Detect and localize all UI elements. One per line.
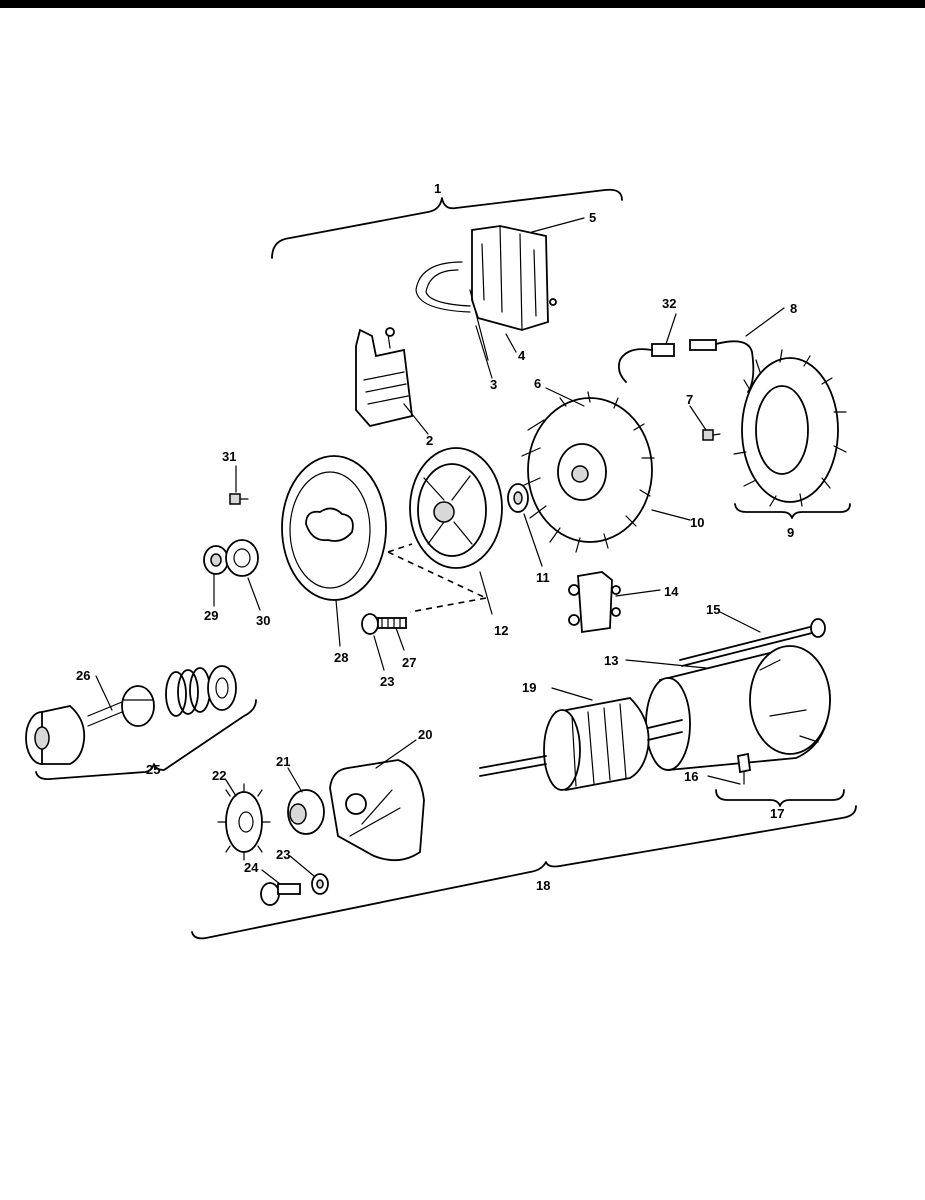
label-part-13: 13 bbox=[604, 653, 618, 668]
label-part-17: 17 bbox=[770, 806, 784, 821]
part-20-drive-housing bbox=[329, 759, 425, 862]
label-part-24: 24 bbox=[244, 860, 259, 875]
leader-lines bbox=[95, 217, 785, 885]
label-part-21: 21 bbox=[276, 754, 290, 769]
label-part-5: 5 bbox=[589, 210, 596, 225]
label-part-11: 11 bbox=[536, 570, 550, 585]
label-part-10: 10 bbox=[690, 515, 704, 530]
label-part-12: 12 bbox=[494, 623, 508, 638]
bracket-group-17 bbox=[715, 789, 845, 807]
part-19-armature bbox=[479, 697, 683, 792]
part-25-spring bbox=[165, 665, 237, 717]
part-29-bushing bbox=[203, 545, 229, 575]
part-9-stator bbox=[733, 349, 847, 507]
part-7-screw bbox=[702, 429, 721, 441]
part-8-lead-wire bbox=[689, 339, 755, 393]
label-part-2: 2 bbox=[426, 433, 433, 448]
label-part-20: 20 bbox=[418, 727, 432, 742]
part-14-terminal-block bbox=[568, 571, 621, 634]
label-part-14: 14 bbox=[664, 584, 679, 599]
label-part-9: 9 bbox=[787, 525, 794, 540]
label-part-23-upper: 23 bbox=[380, 674, 394, 689]
label-part-26: 26 bbox=[76, 668, 90, 683]
label-part-27: 27 bbox=[402, 655, 416, 670]
label-part-7: 7 bbox=[686, 392, 693, 407]
label-part-16: 16 bbox=[684, 769, 698, 784]
part-23-nut bbox=[311, 873, 329, 895]
label-part-6: 6 bbox=[534, 376, 541, 391]
part-27-bolt bbox=[361, 613, 407, 635]
label-part-15: 15 bbox=[706, 602, 720, 617]
part-10-flywheel bbox=[521, 391, 655, 553]
bracket-group-25 bbox=[35, 699, 257, 781]
label-part-28: 28 bbox=[334, 650, 348, 665]
bracket-group-9 bbox=[734, 503, 851, 519]
part-22-gear bbox=[217, 783, 271, 861]
part-26-retainer bbox=[121, 685, 155, 727]
label-part-32: 32 bbox=[662, 296, 676, 311]
label-part-30: 30 bbox=[256, 613, 270, 628]
part-21-pinion bbox=[287, 789, 325, 835]
part-24-screw bbox=[260, 882, 301, 906]
label-part-22: 22 bbox=[212, 768, 226, 783]
part-28-cover-plate bbox=[281, 455, 487, 613]
label-part-25: 25 bbox=[146, 762, 160, 777]
part-25-drive-clutch bbox=[25, 701, 123, 765]
top-border-bar bbox=[0, 0, 925, 8]
label-part-29: 29 bbox=[204, 608, 218, 623]
part-16-brush-spring bbox=[737, 752, 751, 785]
part-15-through-bolt bbox=[679, 618, 826, 667]
label-part-23-lower: 23 bbox=[276, 847, 290, 862]
label-part-19: 19 bbox=[522, 680, 536, 695]
label-part-1: 1 bbox=[434, 181, 441, 196]
label-part-8: 8 bbox=[790, 301, 797, 316]
bracket-group-1 bbox=[271, 188, 623, 259]
part-5-rectifier-bracket bbox=[415, 225, 557, 361]
part-13-motor-housing bbox=[645, 645, 831, 771]
label-part-3: 3 bbox=[490, 377, 497, 392]
part-31-screw bbox=[229, 493, 249, 505]
label-part-18: 18 bbox=[536, 878, 550, 893]
part-12-fan-hub bbox=[409, 447, 503, 569]
part-11-flywheel-nut bbox=[507, 483, 529, 513]
bracket-group-18 bbox=[191, 805, 857, 940]
part-32-terminal-wire bbox=[617, 343, 675, 383]
part-2-heat-sink bbox=[355, 327, 413, 428]
label-part-31: 31 bbox=[222, 449, 236, 464]
part-30-washer bbox=[225, 539, 259, 577]
label-part-4: 4 bbox=[518, 348, 526, 363]
